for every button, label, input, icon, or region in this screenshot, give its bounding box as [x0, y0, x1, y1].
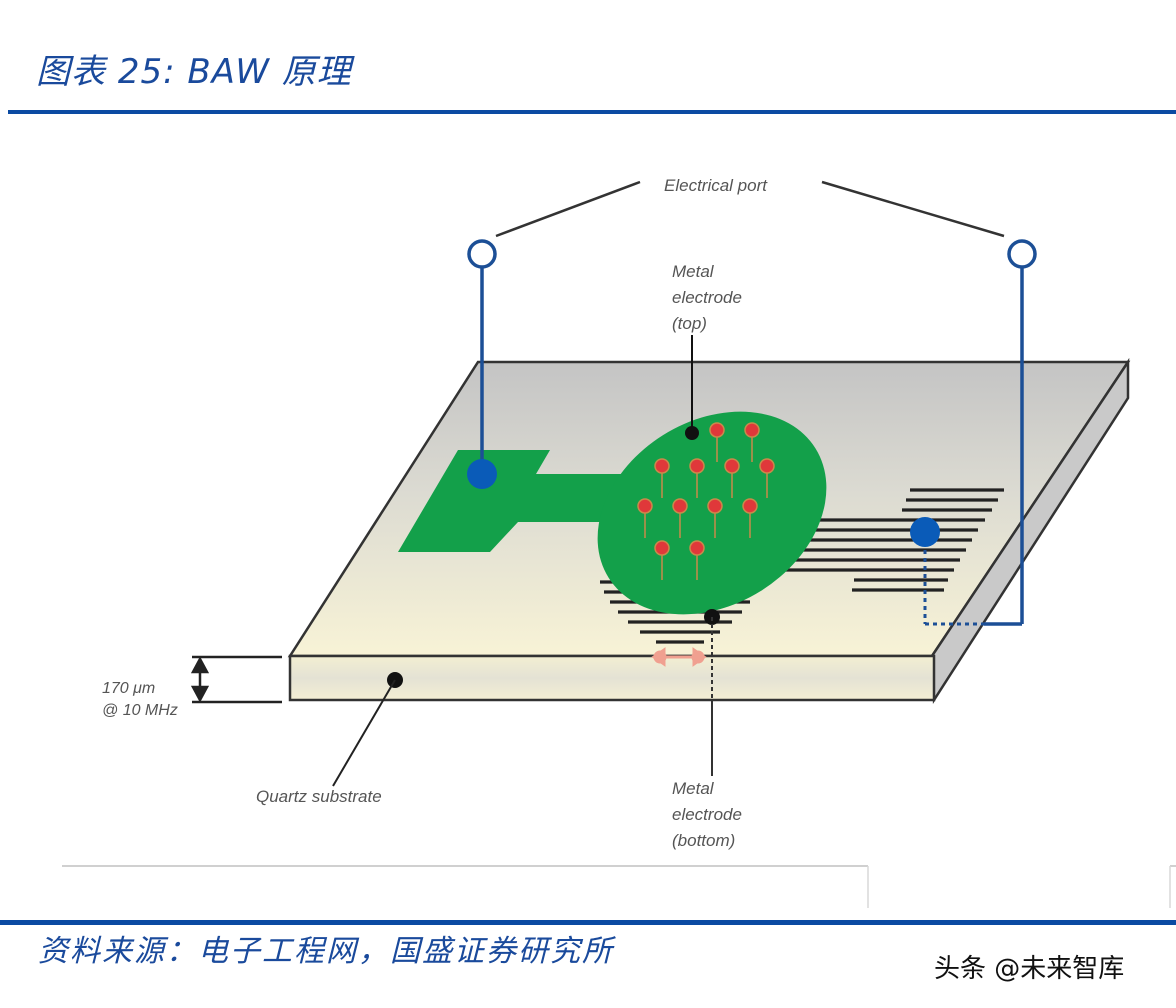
- source-note: 资料来源：电子工程网，国盛证券研究所: [38, 934, 614, 969]
- source-divider: [0, 920, 1176, 925]
- figure-title-number: 25:: [117, 52, 176, 92]
- metal-electrode-top-label: Metal electrode (top): [672, 262, 742, 333]
- acoustic-wave-arrows: [651, 647, 707, 667]
- figure-title-text: BAW 原理: [187, 52, 352, 92]
- right-contact-dot: [910, 517, 940, 547]
- watermark: 头条 @未来智库: [934, 954, 1125, 984]
- electrical-port-leaders: [495, 180, 1005, 238]
- figure-title-prefix: 图表: [36, 52, 106, 92]
- right-port: [984, 239, 1037, 626]
- baw-diagram-graphic: [62, 180, 1176, 908]
- left-port: [467, 239, 497, 474]
- quartz-substrate-label: Quartz substrate: [256, 787, 382, 806]
- metal-electrode-bottom-label: Metal electrode (bottom): [672, 779, 742, 850]
- baw-diagram: Electrical port Metal electrode (top) Me…: [0, 120, 1176, 920]
- substrate-front-face: [288, 654, 936, 702]
- title-divider: [8, 110, 1176, 114]
- electrical-port-label: Electrical port: [664, 176, 767, 195]
- top-electrode-pad: [398, 450, 630, 552]
- thickness-label: 170 μm @ 10 MHz: [102, 680, 178, 719]
- top-electrode-marker: [685, 426, 699, 440]
- charge-arrows: [637, 422, 775, 580]
- left-contact-dot: [467, 459, 497, 489]
- thickness-dimension: [190, 655, 282, 704]
- figure-title: 图表 25: BAW 原理: [36, 44, 352, 93]
